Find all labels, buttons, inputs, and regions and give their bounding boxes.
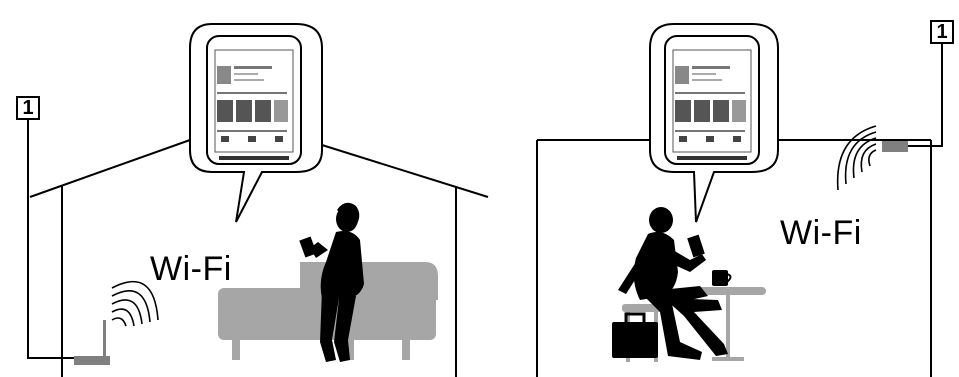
router-icon-right: [882, 141, 908, 152]
room-outline: [537, 140, 931, 377]
briefcase-icon: [612, 314, 658, 358]
wifi-label-right: Wi-Fi: [780, 214, 862, 253]
wifi-waves-icon-right: [838, 126, 876, 190]
wifi-label-left: Wi-Fi: [150, 250, 232, 289]
callout-number-right: 1: [930, 20, 954, 44]
cable-right: [905, 44, 942, 146]
cable-left: [28, 118, 74, 358]
router-icon: [74, 320, 110, 365]
callout-number-left: 1: [16, 96, 40, 120]
cup-icon: [712, 270, 731, 286]
reader-device-icon: [207, 36, 301, 164]
reader-device-icon-right: [665, 36, 759, 164]
